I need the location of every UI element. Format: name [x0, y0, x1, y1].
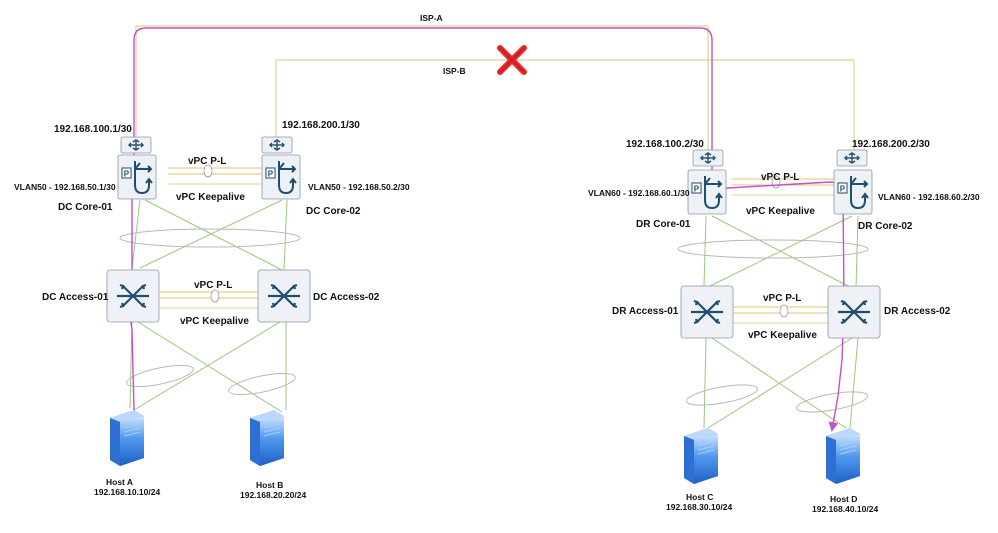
dc-core-02-wan-ip: 192.168.200.1/30 — [282, 120, 360, 131]
dr-access-vpc-keepalive-label: vPC Keepalive — [748, 330, 817, 341]
host-b-server-icon[interactable] — [249, 409, 285, 467]
host-a-name: Host A — [106, 477, 133, 487]
dc-core-02-vlan: VLAN50 - 192.168.50.2/30 — [308, 182, 410, 192]
isp-a-link — [135, 25, 709, 150]
host-d-server-icon[interactable] — [825, 427, 861, 485]
dr-core-02-name: DR Core-02 — [858, 221, 913, 232]
dr-core-01-switch-icon[interactable] — [687, 169, 727, 215]
dr-links — [677, 175, 869, 429]
dr-access-01-switch-icon[interactable] — [679, 284, 735, 340]
dr-core-vpc-pl-label: vPC P-L — [761, 172, 799, 183]
dc-core-01-router-icon[interactable] — [120, 136, 152, 154]
dr-core-02-vlan: VLAN60 - 192.168.60.2/30 — [878, 192, 980, 202]
dc-access-02-name: DC Access-02 — [313, 292, 380, 303]
dc-core-02-router-icon[interactable] — [261, 136, 293, 154]
dr-core-01-vlan: VLAN60 - 192.168.60.1/30 — [588, 188, 690, 198]
dc-core-01-wan-ip: 192.168.100.1/30 — [54, 124, 132, 135]
host-a-server-icon[interactable] — [109, 409, 145, 467]
host-c-name: Host C — [686, 492, 713, 502]
dc-access-vpc-pl-label: vPC P-L — [194, 280, 232, 291]
dr-core-01-wan-ip: 192.168.100.2/30 — [626, 139, 704, 150]
dr-core-01-name: DR Core-01 — [636, 219, 691, 230]
dc-access-01-name: DC Access-01 — [42, 292, 109, 303]
dr-access-01-name: DR Access-01 — [612, 306, 679, 317]
host-a-ip: 192.168.10.10/24 — [94, 487, 160, 497]
host-b-name: Host B — [256, 480, 283, 490]
dc-core-02-name: DC Core-02 — [306, 206, 361, 217]
host-d-ip: 192.168.40.10/24 — [812, 504, 878, 514]
dr-access-02-name: DR Access-02 — [884, 306, 951, 317]
isp-a-label: ISP-A — [420, 13, 443, 23]
dr-core-02-wan-ip: 192.168.200.2/30 — [852, 139, 930, 150]
dc-access-02-switch-icon[interactable] — [256, 268, 312, 324]
dr-core-vpc-keepalive-label: vPC Keepalive — [746, 206, 815, 217]
dr-access-02-switch-icon[interactable] — [826, 284, 882, 340]
x-mark-icon — [497, 45, 527, 75]
host-c-server-icon[interactable] — [683, 427, 719, 485]
dc-access-vpc-keepalive-label: vPC Keepalive — [180, 316, 249, 327]
dc-access-01-switch-icon[interactable] — [105, 268, 161, 324]
dr-core-02-router-icon[interactable] — [836, 149, 868, 167]
dc-core-01-vlan: VLAN50 - 192.168.50.1/30 — [14, 182, 116, 192]
dr-access-vpc-pl-label: vPC P-L — [763, 293, 801, 304]
host-b-ip: 192.168.20.20/24 — [240, 490, 306, 500]
isp-b-label: ISP-B — [443, 66, 466, 76]
isp-links — [135, 25, 855, 150]
dr-core-02-switch-icon[interactable] — [833, 169, 873, 215]
dc-core-vpc-keepalive-label: vPC Keepalive — [176, 192, 245, 203]
dc-core-01-switch-icon[interactable] — [117, 154, 157, 200]
isp-b-link — [275, 59, 855, 150]
dc-core-01-name: DC Core-01 — [58, 202, 113, 213]
dr-core-01-router-icon[interactable] — [692, 149, 724, 167]
dc-core-02-switch-icon[interactable] — [261, 154, 301, 200]
dc-core-vpc-pl-label: vPC P-L — [188, 156, 226, 167]
host-c-ip: 192.168.30.10/24 — [666, 502, 732, 512]
host-d-name: Host D — [830, 494, 857, 504]
